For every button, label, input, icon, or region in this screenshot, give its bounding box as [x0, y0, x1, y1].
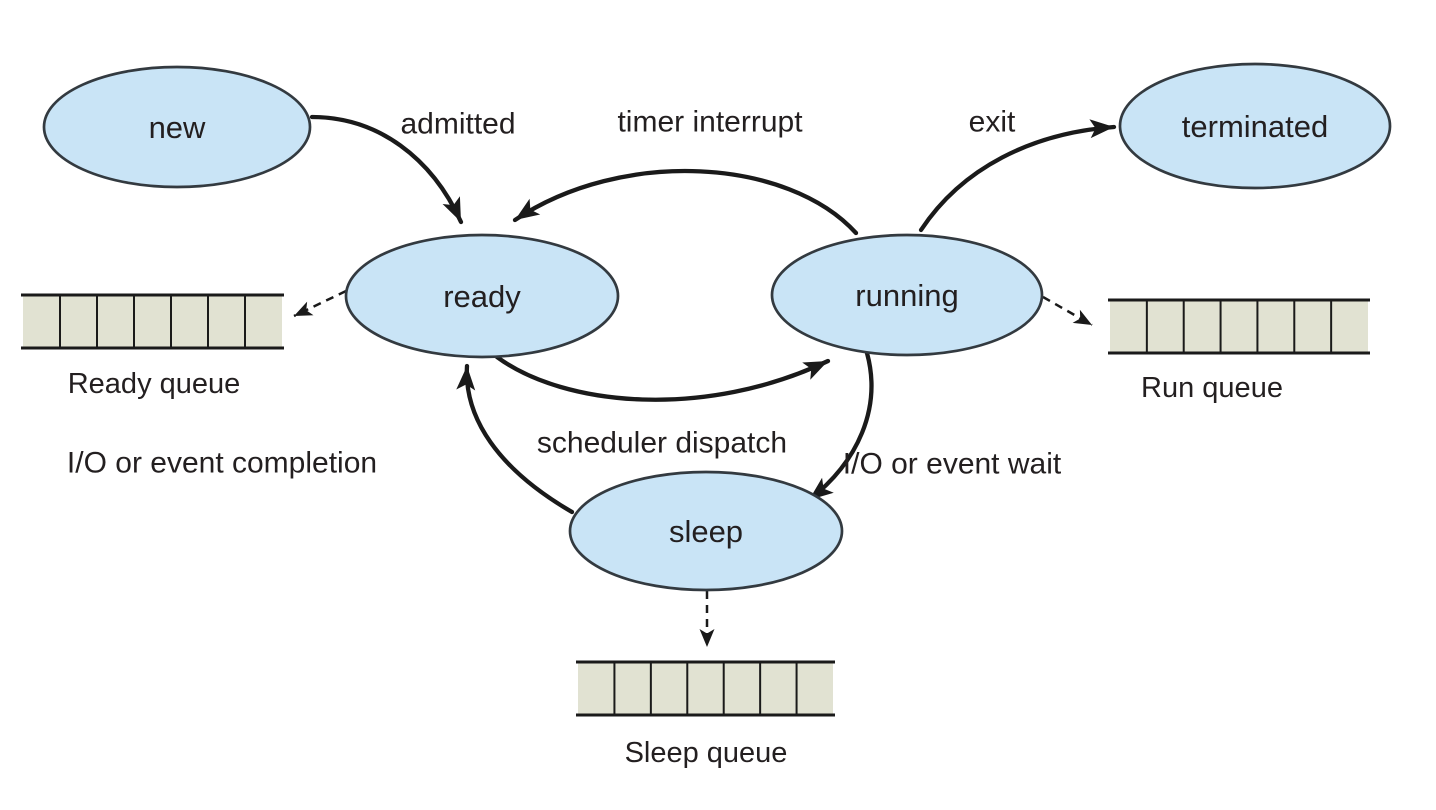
- state-ellipse: [770, 233, 1044, 357]
- state-label-terminated: terminated: [1182, 109, 1328, 144]
- transition-arrowhead-icon: [802, 361, 828, 380]
- queue-cells: [578, 662, 833, 715]
- transition-line: [918, 124, 1117, 233]
- transition-arrowhead-icon: [1089, 119, 1114, 139]
- dashed-arrowhead-icon: [699, 629, 715, 647]
- state-sleep: sleep: [568, 470, 844, 592]
- queue-cells: [23, 295, 282, 348]
- queue-sleep-queue: Sleep queue: [576, 660, 835, 769]
- queue-ready-queue: Ready queue: [21, 293, 284, 400]
- transition-arrowhead-icon: [515, 198, 541, 220]
- queue-label-sleep-queue: Sleep queue: [625, 737, 788, 769]
- transition-admitted: admitted: [309, 108, 516, 225]
- transition-label-io-event-completion: I/O or event completion: [67, 447, 377, 480]
- queue-label-ready-queue: Ready queue: [68, 368, 241, 400]
- transition-line: [309, 114, 464, 225]
- queue-label-run-queue: Run queue: [1141, 372, 1283, 404]
- dashed-arrowhead-icon: [1072, 309, 1092, 325]
- transition-arrowhead-icon: [442, 196, 461, 222]
- state-label-running: running: [855, 278, 958, 313]
- transition-label-timer-interrupt: timer interrupt: [617, 106, 803, 139]
- transition-line: [806, 350, 874, 503]
- transition-label-admitted: admitted: [400, 108, 515, 141]
- queue-link-running-to-queue: [1042, 295, 1093, 327]
- transition-line: [494, 354, 831, 402]
- state-ready: ready: [344, 233, 620, 359]
- transition-label-scheduler-dispatch: scheduler dispatch: [537, 427, 787, 460]
- transition-label-io-event-wait: I/O or event wait: [843, 448, 1062, 481]
- transition-io-event-wait: I/O or event wait: [806, 350, 1062, 503]
- transition-exit: exit: [918, 106, 1117, 233]
- state-new: new: [42, 65, 312, 189]
- state-label-ready: ready: [443, 279, 521, 314]
- transition-arrowhead-icon: [456, 366, 476, 391]
- transition-timer-interrupt: timer interrupt: [512, 106, 859, 236]
- queue-run-queue: Run queue: [1108, 298, 1370, 404]
- transition-label-exit: exit: [969, 106, 1016, 139]
- state-label-new: new: [149, 110, 206, 145]
- transition-scheduler-dispatch: scheduler dispatch: [494, 354, 831, 460]
- dashed-arrowhead-icon: [294, 301, 314, 316]
- queue-cells: [1110, 300, 1368, 353]
- state-label-sleep: sleep: [669, 514, 743, 549]
- state-ellipse: [42, 65, 312, 189]
- state-ellipse: [344, 233, 620, 359]
- transition-line: [512, 168, 859, 236]
- state-terminated: terminated: [1118, 62, 1392, 190]
- transition-io-event-completion: I/O or event completion: [67, 363, 575, 515]
- queue-link-ready-to-queue: [293, 289, 347, 318]
- state-ellipse: [1118, 62, 1392, 190]
- state-running: running: [770, 233, 1044, 357]
- queue-link-sleep-to-queue: [699, 591, 715, 647]
- state-ellipse: [568, 470, 844, 592]
